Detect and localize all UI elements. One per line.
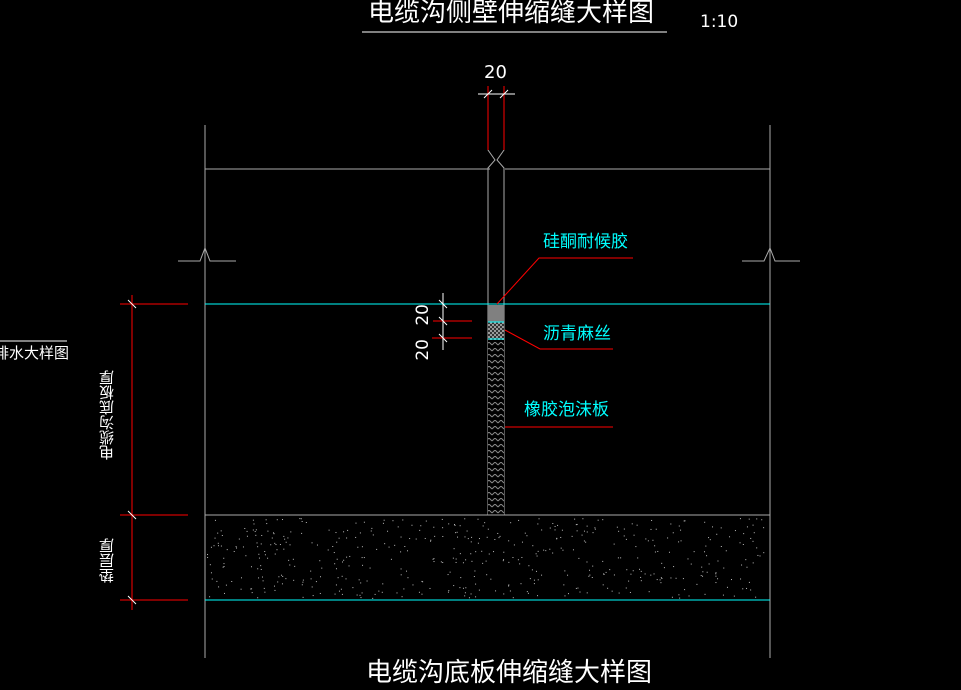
- foam-board-fill: [488, 340, 504, 515]
- break-line-left: [178, 246, 236, 262]
- dim-sealant-depth: 20: [413, 304, 433, 326]
- left-partial-title: 排水大样图: [0, 344, 70, 362]
- dim-hemp-depth: 20: [413, 339, 433, 361]
- label-sealant: 硅酮耐候胶: [543, 232, 628, 252]
- cushion-speckle: [207, 518, 765, 599]
- scale-label: 1:10: [700, 12, 739, 32]
- dim-joint-width: 20: [484, 62, 507, 83]
- label-slab-thickness: 电缆沟底板厚: [98, 370, 116, 460]
- leader-sealant: [496, 257, 633, 305]
- break-line-right: [742, 246, 800, 262]
- label-cushion-thickness: 垫层厚: [98, 538, 116, 583]
- drawing-title-bottom: 电缆沟底板伸缩缝大样图: [366, 658, 653, 688]
- leader-hemp: [504, 329, 613, 350]
- sealant-fill: [488, 305, 504, 322]
- hemp-fill: [488, 322, 504, 340]
- label-hemp: 沥青麻丝: [543, 324, 611, 344]
- label-foam-board: 橡胶泡沫板: [524, 400, 609, 420]
- drawing-title-top: 电缆沟侧壁伸缩缝大样图: [368, 0, 655, 28]
